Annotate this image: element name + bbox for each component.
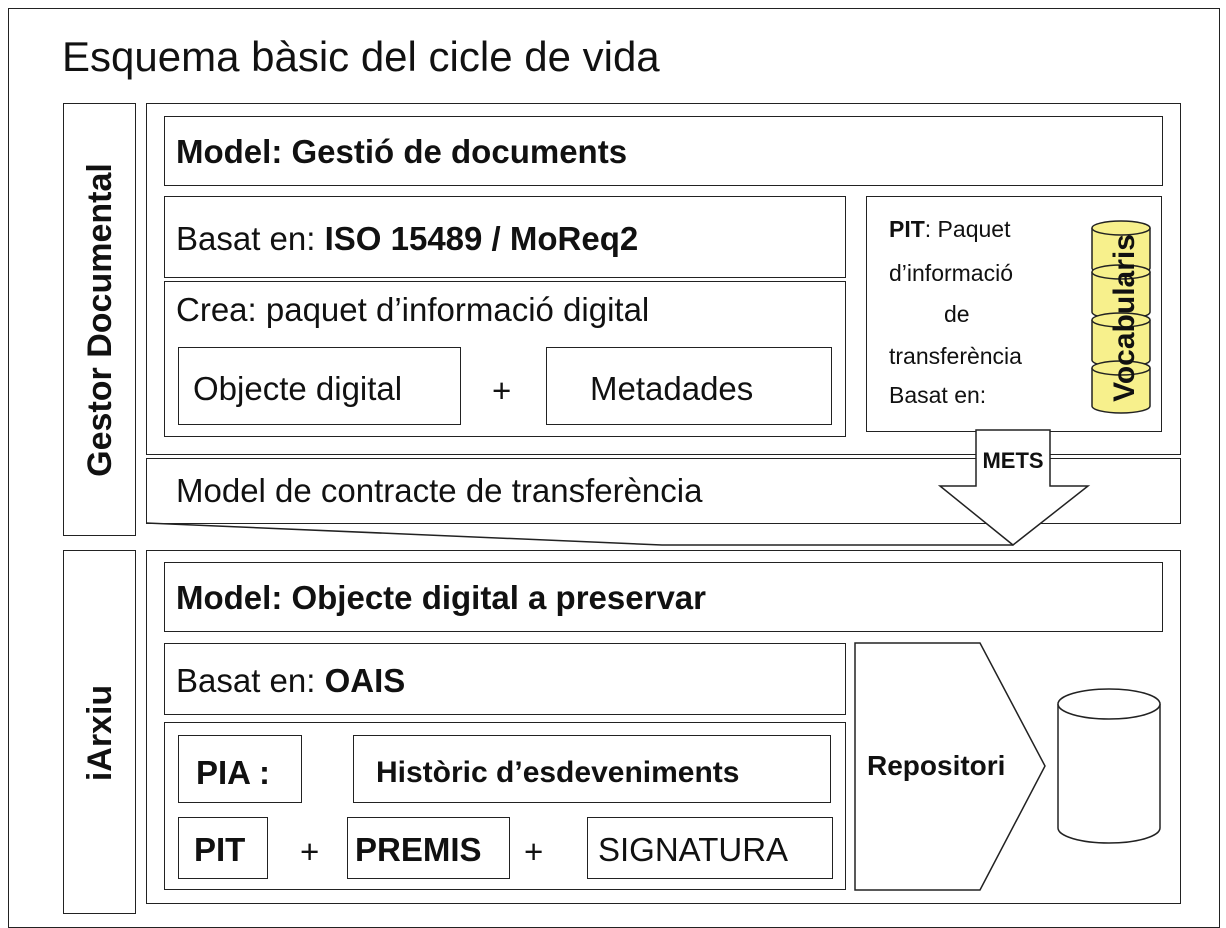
pia-label: PIA : [196, 754, 270, 791]
iarxiu-basat-prefix: Basat en: [176, 662, 325, 699]
signatura-box [587, 817, 833, 879]
page-title: Esquema bàsic del cicle de vida [62, 33, 660, 80]
pit-line4: transferència [889, 343, 1022, 369]
gestor-plus: + [492, 372, 512, 409]
cylinder-4 [1091, 360, 1151, 414]
contract-funnel [145, 522, 1013, 546]
gestor-basat-text: Basat en: ISO 15489 / MoReq2 [176, 222, 638, 255]
database-icon [1057, 688, 1161, 844]
iarxiu-basat-text: Basat en: OAIS [176, 664, 405, 697]
pit-line1: PIT: Paquet [889, 218, 1010, 241]
objecte-digital-box [178, 347, 461, 425]
gestor-basat-box [164, 196, 846, 278]
pit-bold: PIT [889, 216, 925, 242]
pit-line2: d’informació [889, 260, 1013, 286]
pit-line3: de [944, 301, 970, 327]
mets-label: METS [982, 448, 1043, 473]
pia-box [178, 735, 302, 803]
iarxiu-basat-box [164, 643, 846, 715]
signatura-label: SIGNATURA [598, 831, 789, 868]
gestor-side-box [63, 103, 136, 536]
gestor-basat-prefix: Basat en: [176, 220, 325, 257]
pit-line5: Basat en: [889, 382, 987, 408]
iarxiu-plus-1: + [300, 833, 320, 870]
objecte-digital-label: Objecte digital [193, 370, 403, 407]
historic-box [353, 735, 831, 803]
iarxiu-side-box [63, 550, 136, 914]
vocabularis-label: Vocabularis [1108, 234, 1141, 402]
iarxiu-model-box [164, 562, 1163, 632]
premis-box [347, 817, 510, 879]
gestor-crea-text: Crea: paquet d’informació digital [176, 291, 650, 328]
metadades-box [546, 347, 832, 425]
iarxiu-plus-2: + [524, 833, 544, 870]
gestor-model-title: Model: Gestió de documents [176, 133, 628, 170]
repositori-arrow [854, 642, 1046, 891]
iarxiu-model-title: Model: Objecte digital a preservar [176, 579, 706, 616]
gestor-model-box [164, 116, 1163, 186]
repositori-label: Repositori [867, 750, 1005, 781]
premis-label: PREMIS [355, 831, 482, 868]
gestor-basat-value: ISO 15489 / MoReq2 [324, 220, 639, 257]
pit-small-box [178, 817, 268, 879]
historic-label: Històric d’esdeveniments [376, 756, 740, 789]
pit-line1-rest: : Paquet [924, 216, 1011, 242]
pit-small-label: PIT [194, 831, 246, 868]
contract-label: Model de contracte de transferència [176, 472, 703, 509]
cylinder-stack-icon [1091, 220, 1151, 414]
transfer-arrow [937, 429, 1091, 546]
metadades-label: Metadades [590, 370, 754, 407]
iarxiu-basat-value: OAIS [324, 662, 406, 699]
